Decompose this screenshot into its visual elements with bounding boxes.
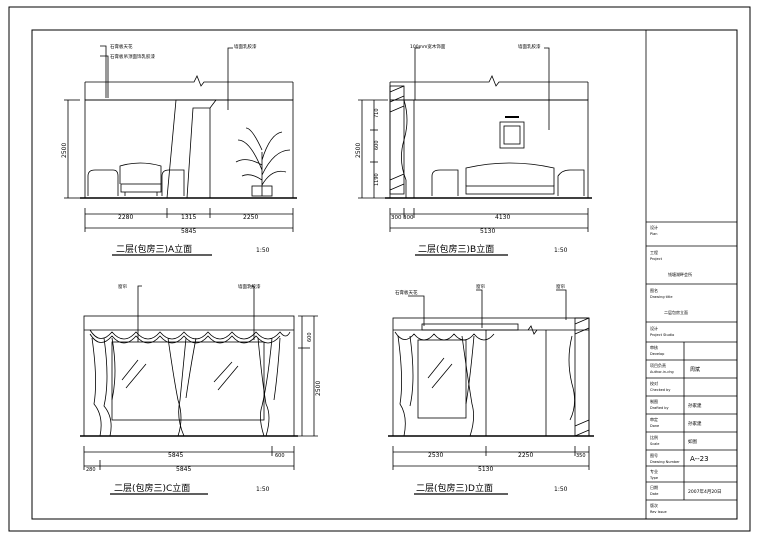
elevation-b-text: 100mm宽木饰面 墙面乳胶漆 710 600 1190 2500 300 30… xyxy=(355,43,568,255)
tb-label-project: 工程 xyxy=(650,249,658,255)
tb-sub-type: Type xyxy=(649,476,658,480)
title-b: 二层(包房三)B立面 xyxy=(418,243,494,255)
tb-sub-author: Author-in-chg xyxy=(650,370,674,374)
dim-c-lower-2: 5845 xyxy=(176,466,191,473)
height-c-1: 600 xyxy=(307,332,313,342)
tb-sub-checked: Checked by xyxy=(650,388,670,392)
height-b-3: 1190 xyxy=(374,173,380,186)
annotation-d-3: 窗帘 xyxy=(556,283,565,290)
annotation-c-1: 窗帘 xyxy=(118,283,127,290)
annotation-b-2: 墙面乳胶漆 xyxy=(518,43,541,50)
elevation-c xyxy=(80,285,318,495)
title-d: 二层(包房三)D立面 xyxy=(416,482,493,494)
annotation-c-2: 墙面乳胶漆 xyxy=(238,283,261,290)
tb-label-scale: 比例 xyxy=(650,434,658,440)
total-b: 5130 xyxy=(480,228,495,235)
tb-sub-rev: Rev Issue xyxy=(650,510,667,514)
tb-label-date: 日期 xyxy=(650,484,658,490)
dim-b-1: 300 xyxy=(391,215,402,221)
tb-value-title: 二层包房立面 xyxy=(664,309,688,315)
elevation-a-text: 石膏板天花 石膏板吊顶面饰乳胶漆 墙面乳胶漆 2500 2280 1315 22… xyxy=(61,43,270,255)
scale-d: 1:50 xyxy=(554,486,568,493)
tb-value-scale: 如图 xyxy=(688,438,697,445)
tb-sub-studio: Project Studio xyxy=(650,333,674,337)
tb-sub-develop: Develop xyxy=(650,352,665,356)
annotation-d-1: 石膏板天花 xyxy=(395,289,418,296)
annotation-a-1: 石膏板天花 xyxy=(110,43,133,50)
tb-label-drafted: 制图 xyxy=(650,398,658,404)
total-a: 5845 xyxy=(181,228,196,235)
tb-sub-plan: Plan xyxy=(650,232,657,236)
annotation-b-1: 100mm宽木饰面 xyxy=(410,43,446,50)
tb-label-develop: 审核 xyxy=(650,344,658,350)
tb-value-date: 2007年4月20日 xyxy=(688,488,722,495)
scale-a: 1:50 xyxy=(256,247,270,254)
elevation-c-text: 窗帘 墙面乳胶漆 600 2500 5845 600 280 5845 二层(包… xyxy=(86,283,322,494)
elevation-d-text: 石膏板天花 窗帘 窗帘 2530 2250 350 5130 二层(包房三)D立… xyxy=(395,283,586,494)
dim-c-lower-1: 280 xyxy=(86,467,96,473)
tb-label-done: 审定 xyxy=(650,416,658,422)
tb-sub-project: Project xyxy=(650,257,663,261)
tb-value-project: 钱塘湖畔会所 xyxy=(668,271,692,277)
height-b-total: 2500 xyxy=(355,143,362,158)
dim-b-2: 300 xyxy=(403,215,414,221)
height-b-1: 710 xyxy=(374,108,380,118)
dim-a-3: 2250 xyxy=(243,214,258,221)
dim-a-1: 2280 xyxy=(118,214,133,221)
dim-a-2: 1315 xyxy=(181,214,196,221)
tb-label-type: 专业 xyxy=(650,468,658,474)
tb-sub-date: Date xyxy=(650,492,658,496)
tb-sub-drafted: Drafted by xyxy=(650,406,669,410)
tb-label-number: 图号 xyxy=(650,452,658,458)
tb-label-title: 图名 xyxy=(650,287,658,293)
annotation-a-3: 墙面乳胶漆 xyxy=(234,43,257,50)
dim-d-1: 2530 xyxy=(428,452,443,459)
tb-sub-title: Drawing title xyxy=(650,295,673,299)
height-b-2: 600 xyxy=(374,140,380,150)
inner-border xyxy=(31,29,738,520)
dim-c-upper-1: 5845 xyxy=(168,452,183,459)
tb-value-done: 孙家建 xyxy=(688,420,702,427)
title-block-text: 设计 Plan 工程 Project 钱塘湖畔会所 图名 Drawing tit… xyxy=(649,224,722,514)
annotation-d-2: 窗帘 xyxy=(476,283,485,290)
title-c: 二层(包房三)C立面 xyxy=(114,482,190,494)
tb-sub-scale: Scale xyxy=(650,442,659,446)
title-a: 二层(包房三)A立面 xyxy=(116,243,192,255)
total-d: 5130 xyxy=(478,466,493,473)
dim-c-upper-2: 600 xyxy=(275,453,285,459)
dim-b-3: 4130 xyxy=(495,214,510,221)
tb-label-plan: 设计 xyxy=(650,224,658,230)
tb-label-author: 项目负责 xyxy=(650,362,666,368)
elevation-d xyxy=(388,289,594,495)
annotation-a-2: 石膏板吊顶面饰乳胶漆 xyxy=(110,53,155,60)
elevation-b xyxy=(358,47,592,256)
tb-value-number: A--23 xyxy=(690,455,709,463)
tb-label-studio: 设计 xyxy=(650,325,658,331)
title-block xyxy=(645,30,737,519)
height-c-2: 2500 xyxy=(315,381,322,396)
dim-d-3: 350 xyxy=(576,453,586,459)
tb-sub-number: Drawing Number xyxy=(650,460,680,464)
elevation-a xyxy=(64,45,297,256)
height-a: 2500 xyxy=(61,143,68,158)
tb-value-author: 周斌 xyxy=(690,366,700,373)
dim-d-2: 2250 xyxy=(518,452,533,459)
scale-b: 1:50 xyxy=(554,247,568,254)
outer-border xyxy=(8,6,751,532)
tb-value-drafted: 孙家建 xyxy=(688,402,702,409)
tb-sub-done: Done xyxy=(650,424,659,428)
tb-label-checked: 校对 xyxy=(650,380,658,386)
scale-c: 1:50 xyxy=(256,486,270,493)
tb-label-rev: 版次 xyxy=(650,502,658,508)
